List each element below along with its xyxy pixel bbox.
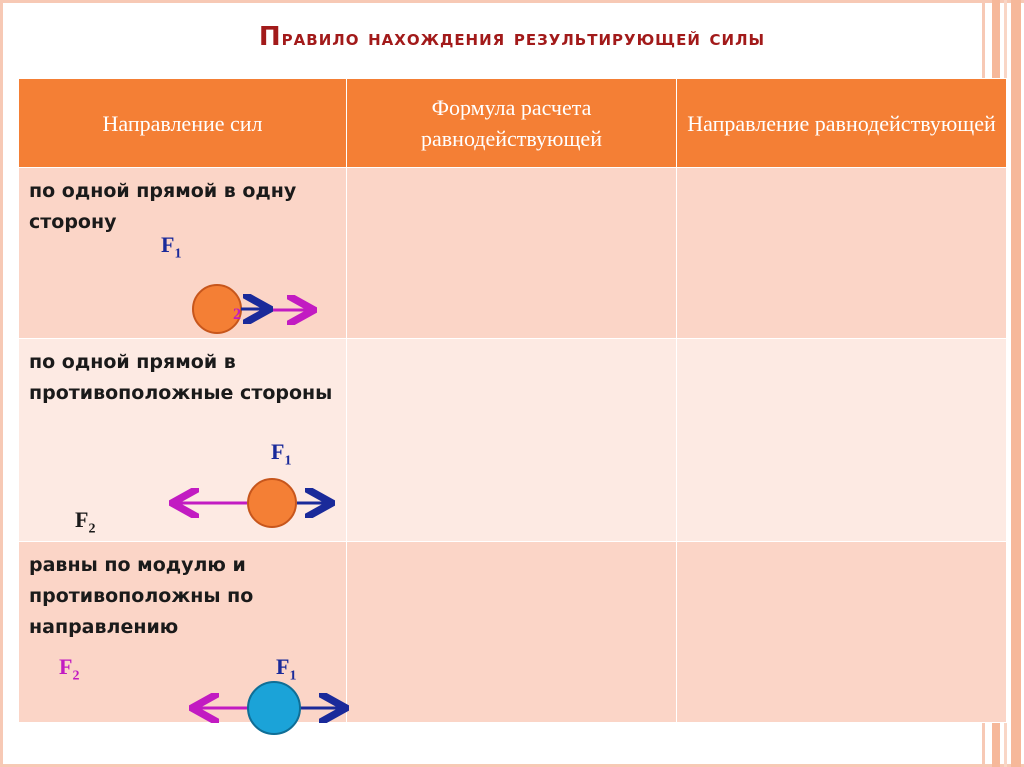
force-label-f2: F2: [59, 654, 80, 684]
table-row: по одной прямой в одну сторону F1 2: [18, 167, 1007, 339]
direction-cell: [676, 338, 1007, 542]
header-direction-forces: Направление сил: [18, 78, 347, 168]
row-direction-cell: по одной прямой в противоположные сторон…: [18, 338, 347, 542]
row-text: по одной прямой в противоположные сторон…: [29, 351, 333, 404]
row-direction-cell: по одной прямой в одну сторону F1 2: [18, 167, 347, 339]
formula-cell: [346, 167, 677, 339]
body-ball: [247, 478, 297, 528]
page-title: Правило нахождения результирующей силы: [258, 22, 766, 52]
force-label-f1: F1: [271, 439, 292, 469]
formula-cell: [346, 541, 677, 723]
force-label-f2: F2: [75, 507, 96, 537]
body-ball: [247, 681, 301, 735]
force-diagram: [192, 284, 347, 334]
header-formula: Формула расчета равнодействующей: [346, 78, 677, 168]
forces-table: Направление сил Формула расчета равнодей…: [18, 78, 1007, 735]
formula-cell: [346, 338, 677, 542]
table-row: по одной прямой в противоположные сторон…: [18, 338, 1007, 542]
force-label-f2: 2: [233, 306, 241, 323]
force-label-f1: F1: [276, 654, 297, 684]
row-text: равны по модулю и противоположны по напр…: [29, 554, 254, 638]
row-direction-cell: равны по модулю и противоположны по напр…: [18, 541, 347, 735]
table-row: равны по модулю и противоположны по напр…: [18, 541, 1007, 735]
force-label-f1: F1: [161, 232, 182, 262]
force-diagram: [19, 478, 347, 528]
row-text: по одной прямой в одну сторону: [29, 180, 297, 233]
force-diagram: [19, 681, 347, 735]
table-header-row: Направление сил Формула расчета равнодей…: [18, 78, 1007, 168]
header-direction-result: Направление равнодействующей: [676, 78, 1007, 168]
direction-cell: [676, 541, 1007, 723]
direction-cell: [676, 167, 1007, 339]
